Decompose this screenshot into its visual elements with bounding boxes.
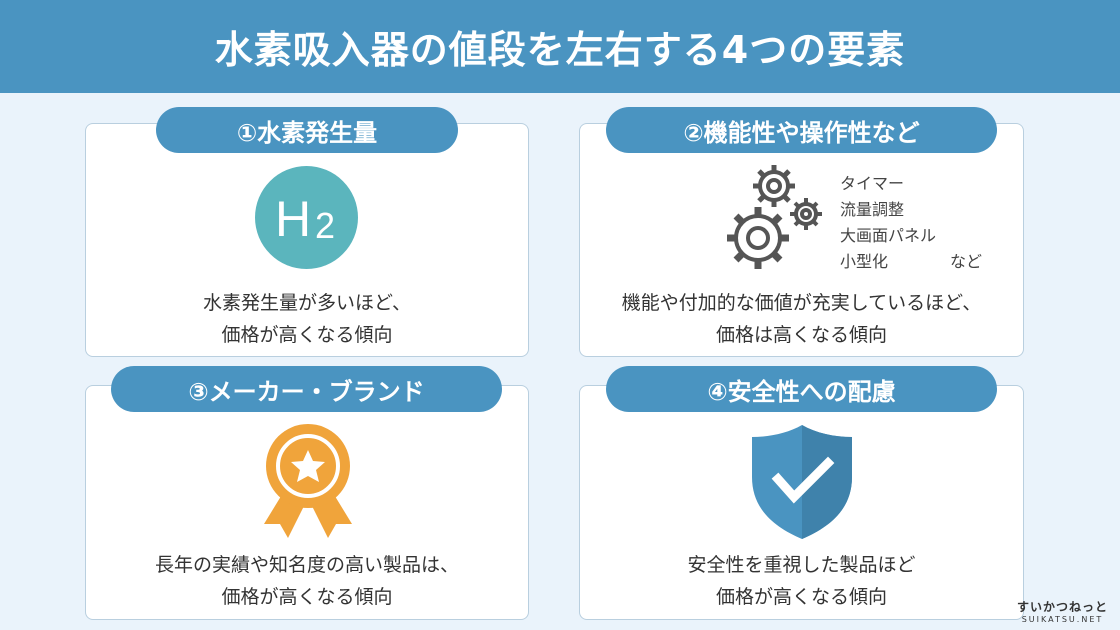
feature-item: 流量調整 xyxy=(840,200,905,219)
card-label: ④安全性への配慮 xyxy=(606,366,997,412)
feature-item: 小型化 xyxy=(840,252,889,271)
svg-text:2: 2 xyxy=(315,205,335,246)
feature-item: 大画面パネル xyxy=(840,226,937,245)
award-ribbon-icon xyxy=(258,420,358,544)
shield-check-icon xyxy=(750,421,854,545)
card-label: ②機能性や操作性など xyxy=(606,107,997,153)
card-label: ①水素発生量 xyxy=(156,107,458,153)
card-description: 水素発生量が多いほど、 価格が高くなる傾向 xyxy=(202,292,412,346)
card-hydrogen-output: 水素発生量が多いほど、 価格が高くなる傾向 xyxy=(85,123,529,357)
card-label: ③メーカー・ブランド xyxy=(111,366,502,412)
gears-icon xyxy=(718,160,833,279)
title-banner: 水素吸入器の値段を左右する4つの要素 xyxy=(0,0,1120,93)
logo-text: すいかつねっと xyxy=(1016,600,1108,614)
card-description: 安全性を重視した製品ほど 価格が高くなる傾向 xyxy=(687,554,916,608)
logo-subtext: SUIKATSU.NET xyxy=(1021,615,1104,624)
svg-text:H: H xyxy=(275,191,311,247)
card-description: 機能や付加的な価値が充実しているほど、 価格は高くなる傾向 xyxy=(621,292,982,346)
site-logo: すいかつねっと SUIKATSU.NET xyxy=(1017,598,1108,624)
feature-list: タイマー 流量調整 大画面パネル 小型化 など xyxy=(840,171,982,275)
card-functionality: 機能や付加的な価値が充実しているほど、 価格は高くなる傾向 xyxy=(579,123,1024,357)
card-description: 長年の実績や知名度の高い製品は、 価格が高くなる傾向 xyxy=(154,554,459,608)
feature-suffix: など xyxy=(950,252,983,271)
page-title: 水素吸入器の値段を左右する4つの要素 xyxy=(214,28,906,72)
feature-item: タイマー xyxy=(840,174,905,193)
h2-icon: H 2 xyxy=(255,166,358,269)
